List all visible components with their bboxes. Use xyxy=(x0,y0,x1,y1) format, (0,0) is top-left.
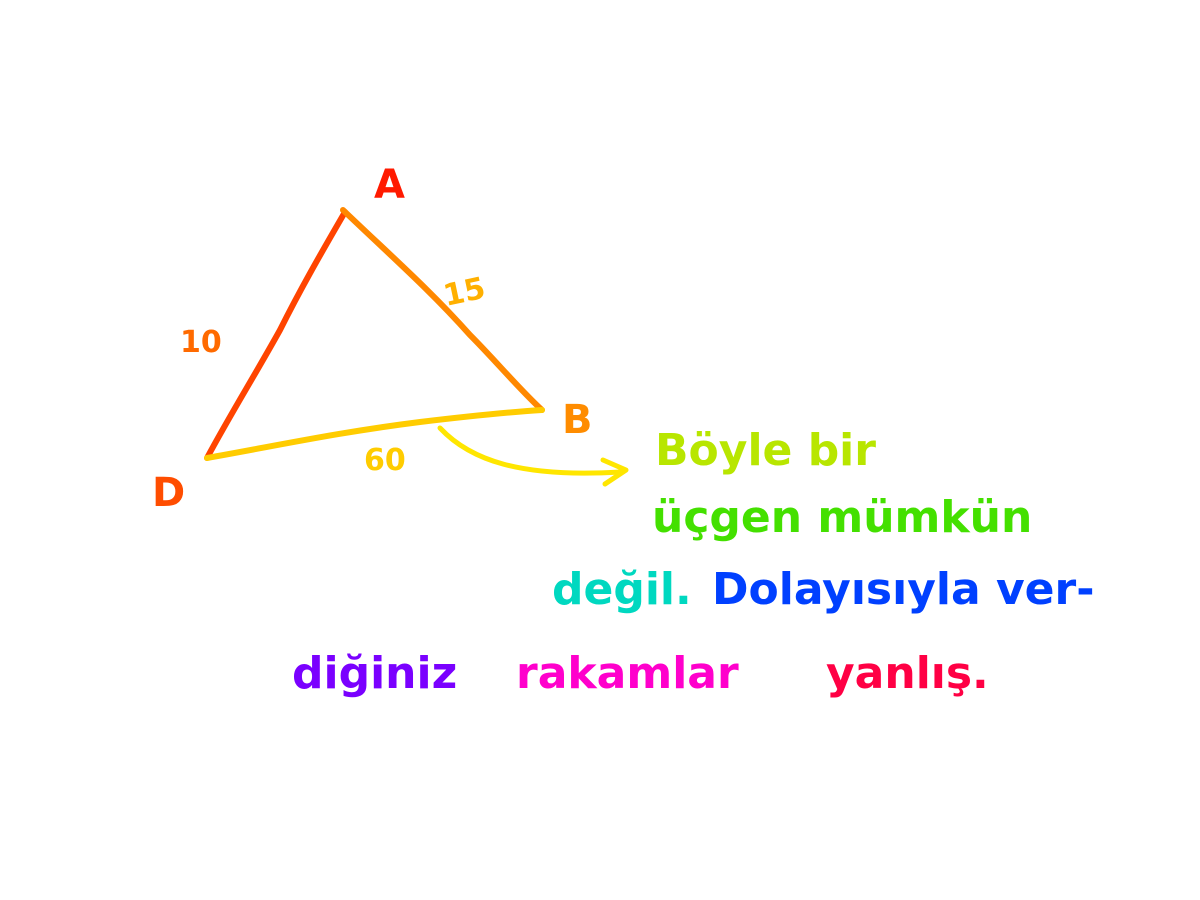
arrow-curve xyxy=(437,425,623,476)
note-line-1: Böyle bir xyxy=(655,425,876,476)
edge-db xyxy=(204,407,545,461)
note-line-4b: rakamlar xyxy=(516,648,739,699)
arrow-head-icon xyxy=(600,457,629,487)
side-label-ab: 15 xyxy=(440,271,488,314)
side-label-db: 60 xyxy=(364,443,406,478)
note-line-4c: yanlış. xyxy=(826,648,989,699)
vertex-label-a: A xyxy=(374,162,405,208)
note-line-4a: diğiniz xyxy=(292,648,457,699)
side-label-ad: 10 xyxy=(180,325,222,360)
edge-ab xyxy=(340,207,545,413)
edge-ad xyxy=(204,209,348,461)
note-line-2: üçgen mümkün xyxy=(652,492,1032,543)
note-line-3a: değil. xyxy=(552,564,692,615)
vertex-label-d: D xyxy=(152,470,185,516)
vertex-label-b: B xyxy=(562,397,593,443)
note-line-3b: Dolayısıyla ver- xyxy=(712,564,1094,615)
